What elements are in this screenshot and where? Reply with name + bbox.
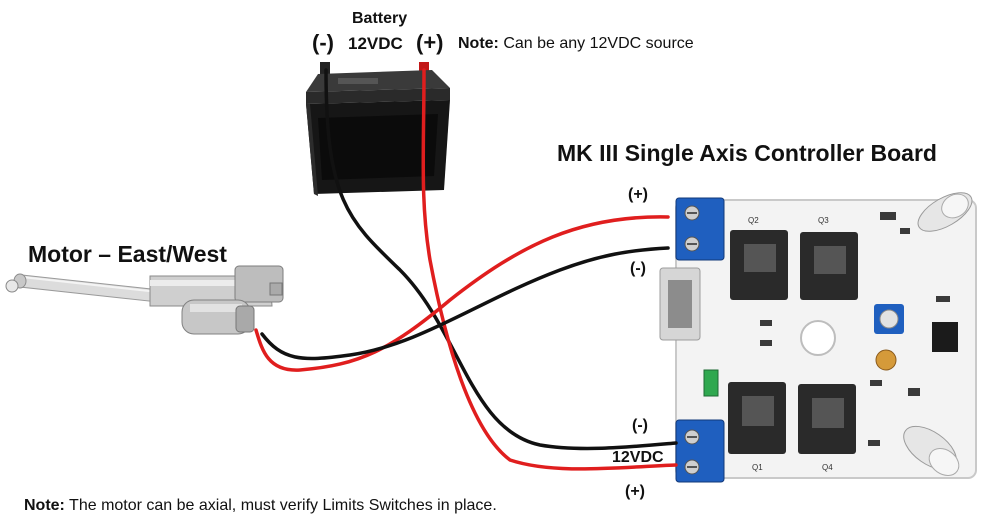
linear-actuator-motor bbox=[5, 265, 284, 335]
svg-text:Q2: Q2 bbox=[748, 216, 759, 225]
motor-negative-wire bbox=[260, 246, 670, 361]
note-top-label: Note: bbox=[458, 35, 499, 52]
battery-title: Battery bbox=[352, 10, 408, 27]
wires bbox=[254, 68, 678, 471]
svg-text:Q3: Q3 bbox=[818, 216, 829, 225]
top-terminal-block bbox=[675, 197, 725, 261]
top-positive-label: (+) bbox=[628, 186, 648, 203]
note-bottom-text: The motor can be axial, must verify Limi… bbox=[64, 497, 497, 514]
motor-positive-wire bbox=[254, 215, 670, 372]
top-negative-label: (-) bbox=[630, 260, 646, 277]
bottom-positive-label: (+) bbox=[625, 483, 645, 500]
battery-positive-label: (+) bbox=[416, 30, 444, 55]
motor-title: Motor – East/West bbox=[28, 241, 227, 267]
controller-board: Q2 Q3 Q1 Q4 bbox=[659, 192, 977, 483]
bottom-terminal-block bbox=[675, 419, 725, 483]
note-top: Note: Can be any 12VDC source bbox=[458, 35, 694, 53]
bottom-negative-label: (-) bbox=[632, 417, 648, 434]
svg-text:Q4: Q4 bbox=[822, 463, 833, 472]
note-top-text: Can be any 12VDC source bbox=[498, 35, 694, 52]
note-bottom-label: Note: bbox=[24, 497, 65, 514]
note-bottom: Note: The motor can be axial, must verif… bbox=[24, 497, 497, 515]
battery-negative-wire bbox=[324, 68, 678, 451]
battery bbox=[306, 62, 450, 196]
battery-negative-label: (-) bbox=[312, 30, 334, 55]
battery-voltage-label: 12VDC bbox=[348, 34, 403, 53]
board-title: MK III Single Axis Controller Board bbox=[557, 140, 937, 166]
battery-positive-wire bbox=[421, 68, 678, 471]
bottom-voltage-label: 12VDC bbox=[612, 449, 664, 466]
svg-text:Q1: Q1 bbox=[752, 463, 763, 472]
